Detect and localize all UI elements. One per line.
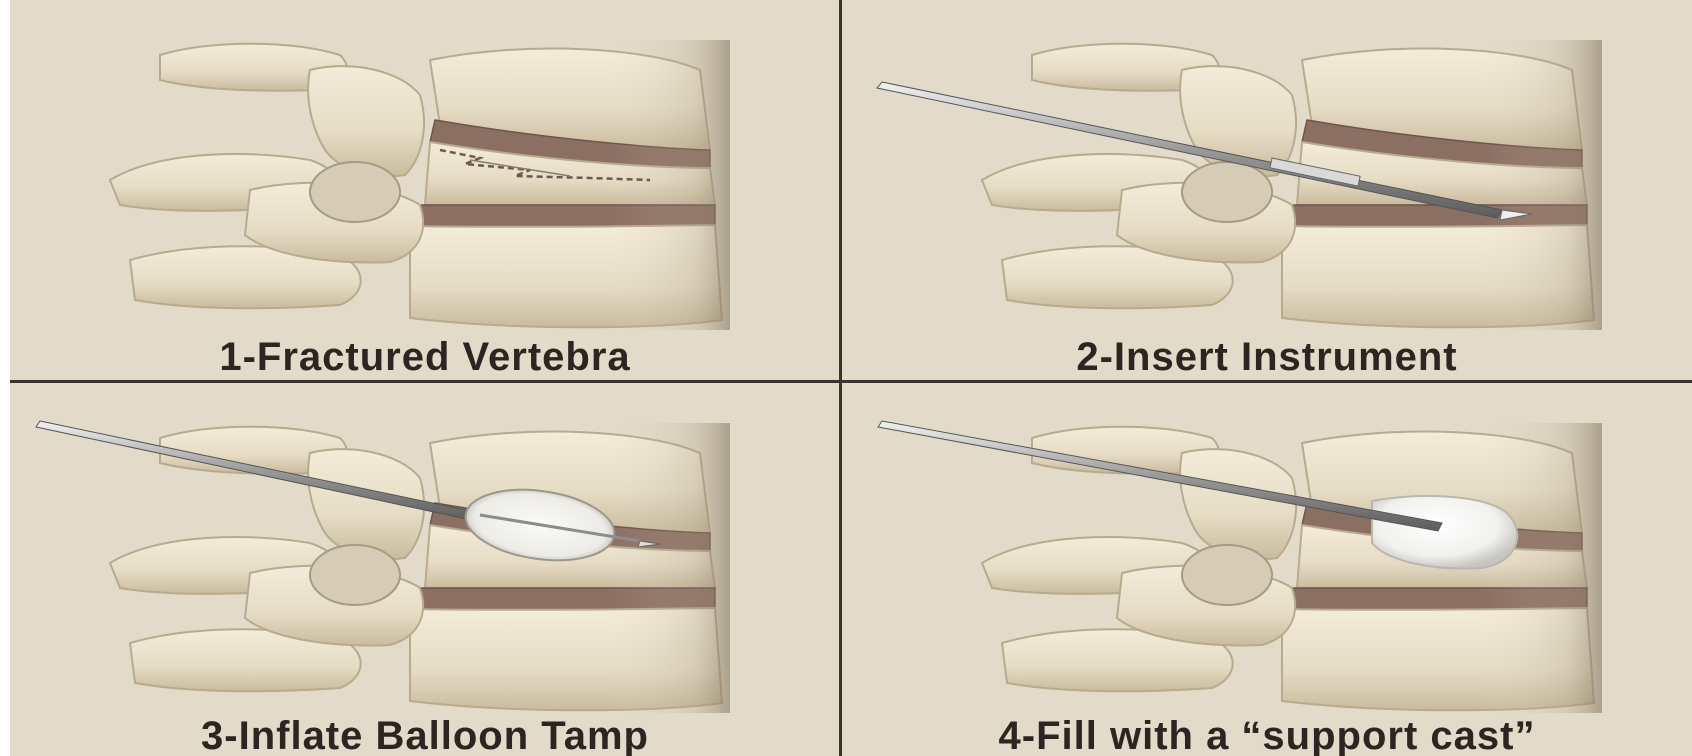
panel-support-cast: 4-Fill with a “support cast” [842,383,1692,756]
horizontal-divider [10,380,1692,383]
instrument-spine-illustration [842,0,1692,330]
panel-fractured-vertebra: 1-Fractured Vertebra [10,0,840,380]
fractured-spine-illustration [10,0,840,330]
bone-cement-fill [1372,496,1517,569]
step-3-caption: 3-Inflate Balloon Tamp [10,716,840,756]
panel-insert-instrument: 2-Insert Instrument [842,0,1692,380]
cement-spine-illustration [842,383,1692,713]
step-2-caption: 2-Insert Instrument [842,337,1692,377]
panel-inflate-balloon: 3-Inflate Balloon Tamp [10,383,840,756]
balloon-spine-illustration [10,383,840,713]
vertical-divider [839,0,842,756]
step-1-caption: 1-Fractured Vertebra [10,337,840,377]
step-4-caption: 4-Fill with a “support cast” [842,716,1692,756]
kyphoplasty-figure: 1-Fractured Vertebra 2-Insert Instrument… [10,0,1692,756]
